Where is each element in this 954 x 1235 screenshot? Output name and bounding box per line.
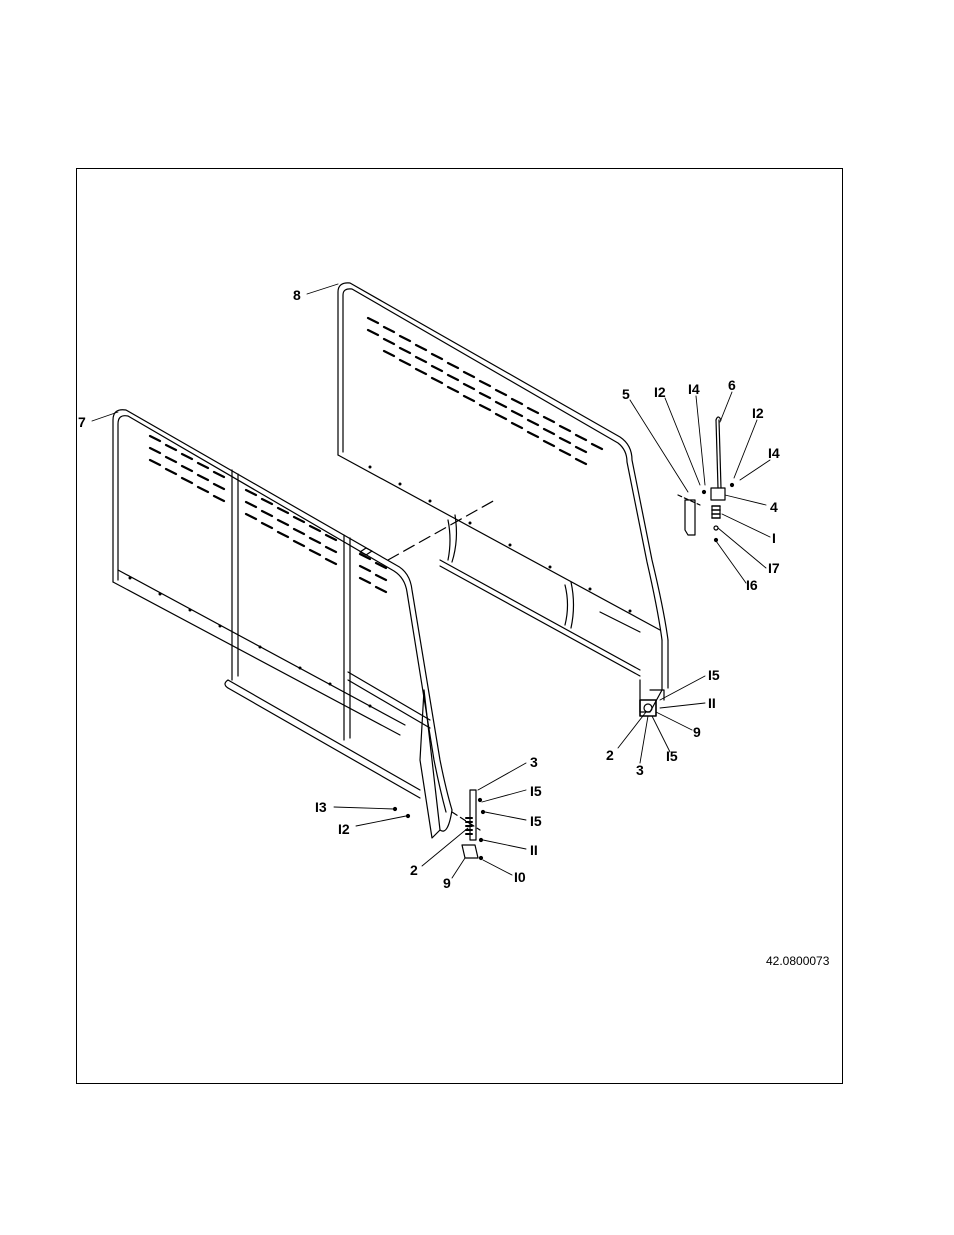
callout-2-left: 2 (410, 862, 418, 878)
rear-panel-drawing (337, 282, 669, 713)
front-panel-drawing (112, 409, 453, 839)
callout-7: 7 (78, 414, 86, 430)
callout-14-top-right: I4 (768, 445, 780, 461)
callout-15-left-bottom: I5 (530, 813, 542, 829)
callout-15-left-top: I5 (530, 783, 542, 799)
callout-17: I7 (768, 560, 780, 576)
callout-2-right: 2 (606, 747, 614, 763)
drawing-number: 42.0800073 (766, 954, 830, 968)
callout-12-top-left: I2 (654, 384, 666, 400)
callout-11-right: II (708, 695, 716, 711)
callout-10: I0 (514, 869, 526, 885)
callout-5: 5 (622, 386, 630, 402)
callout-4: 4 (770, 499, 778, 515)
alignment-line (387, 499, 496, 561)
lower-hardware-drawing (392, 789, 486, 861)
callout-3-left: 3 (530, 754, 538, 770)
callout-9-right: 9 (693, 724, 701, 740)
callout-9-left: 9 (443, 875, 451, 891)
callout-13: I3 (315, 799, 327, 815)
leader-lines (91, 283, 771, 879)
right-hinge-drawing (639, 689, 665, 717)
diagram-frame (76, 168, 843, 1084)
callout-8: 8 (293, 287, 301, 303)
callout-15-right-top: I5 (708, 667, 720, 683)
callout-12-lower: I2 (338, 821, 350, 837)
callout-15-right-bottom: I5 (666, 748, 678, 764)
callout-3-right: 3 (636, 762, 644, 778)
upper-hardware-drawing (677, 416, 735, 543)
callout-1: I (772, 530, 776, 546)
callout-16: I6 (746, 577, 758, 593)
callout-labels: 8 7 5 I2 I4 6 I2 I4 4 I I7 I6 I5 II 9 2 … (78, 287, 830, 968)
callout-12-top-right: I2 (752, 405, 764, 421)
callout-6: 6 (728, 377, 736, 393)
callout-11-left: II (530, 842, 538, 858)
callout-14-top-left: I4 (688, 381, 700, 397)
